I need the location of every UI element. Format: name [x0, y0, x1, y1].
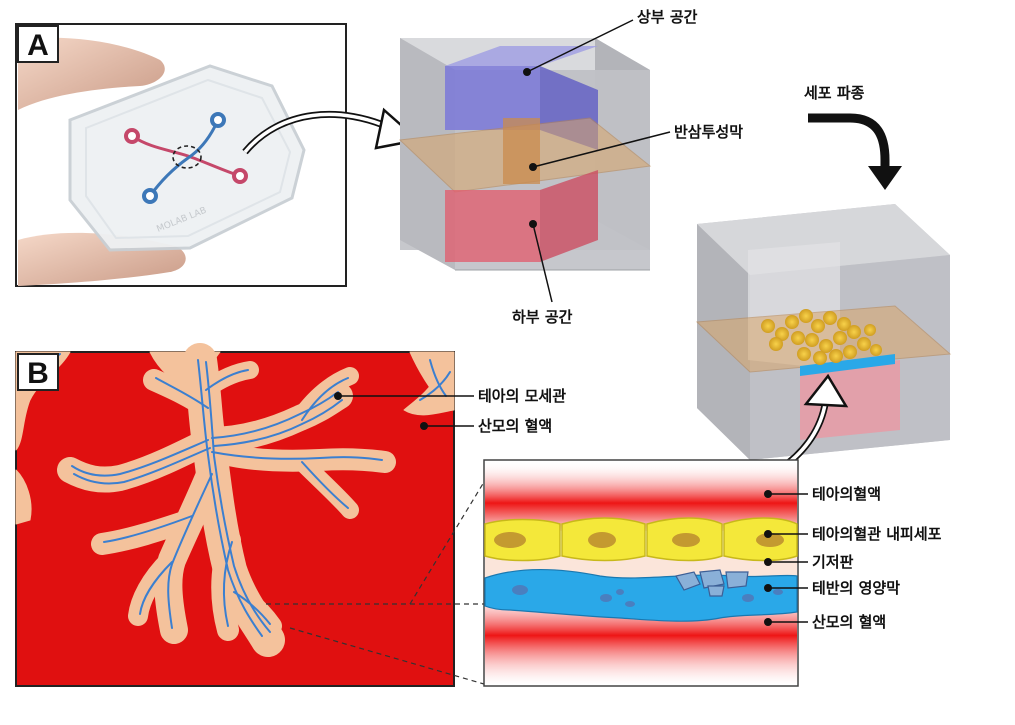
leader-upper-dot — [523, 68, 531, 76]
panel-b-letter: B — [27, 357, 49, 390]
leader-lower — [532, 223, 553, 303]
lower-chamber-front — [445, 190, 540, 262]
leader-lower-dot — [529, 220, 537, 228]
upper-chamber-top — [445, 46, 598, 66]
panel-a-letter: A — [27, 29, 49, 62]
blue-port-top — [210, 112, 226, 128]
membrane-region-circle — [172, 145, 202, 169]
chamber-cube-seeded — [695, 204, 952, 460]
leader-maternal-blood-dot — [420, 422, 428, 430]
zoom-line-bottom — [289, 627, 485, 685]
chip-inner-edge — [85, 78, 292, 240]
label-fetal-capillary: 테아의 모세관 — [478, 387, 567, 405]
label-basement-membrane: 기저판 — [812, 553, 854, 571]
label-inset-maternal-blood: 산모의 혈액 — [812, 613, 887, 631]
zoom-line-upper — [409, 481, 485, 605]
panel-b-villus — [15, 343, 485, 687]
red-channel — [131, 134, 241, 178]
leader-fetal-capillary-dot — [334, 392, 342, 400]
blue-port-bottom — [142, 188, 158, 204]
label-trophoblast: 테반의 영양막 — [812, 579, 901, 597]
lower-chamber-side — [540, 170, 598, 262]
fetal-capillaries — [29, 353, 451, 637]
red-port-right — [232, 168, 248, 184]
seeding-arrow-shaft — [808, 113, 890, 170]
panel-a-photo: MOLAB LAB — [15, 23, 347, 287]
blue-channel — [148, 119, 220, 197]
seeded-endothelial-cells — [761, 309, 882, 365]
inset-endothelial-cells — [484, 517, 798, 562]
upper-chamber-front — [445, 66, 540, 130]
leader-membrane-dot — [529, 163, 537, 171]
arrow-photo-to-cube — [243, 112, 396, 154]
label-membrane: 반삼투성막 — [674, 123, 744, 141]
label-lower-chamber: 하부 공간 — [512, 308, 573, 326]
label-maternal-blood: 산모의 혈액 — [478, 417, 553, 435]
arrow-inset-to-cube-head — [803, 373, 849, 408]
inset-cytotrophoblasts — [675, 569, 749, 597]
leader-upper — [526, 19, 634, 73]
leader-inset-maternal-dot — [764, 618, 772, 626]
seeded-trophoblast-layer — [800, 354, 895, 376]
leader-fetal-blood-dot — [764, 490, 772, 498]
label-endothelium: 테아의혈관 내피세포 — [812, 525, 942, 543]
leader-membrane — [532, 131, 671, 168]
membrane-opening — [503, 118, 540, 184]
label-fetal-blood: 테아의혈액 — [812, 485, 882, 503]
inset-trophoblast-nuclei — [512, 585, 783, 607]
label-upper-chamber: 상부 공간 — [637, 8, 698, 26]
leader-trophoblast-dot — [764, 584, 772, 592]
panel-a-letter-box — [17, 25, 59, 63]
inset-cross-section — [483, 459, 799, 687]
leader-basement-dot — [764, 558, 772, 566]
chamber-cube-top — [398, 38, 652, 271]
seeding-arrow-head — [868, 166, 902, 190]
red-port-left — [124, 128, 140, 144]
panel-b-letter-box — [17, 353, 59, 391]
leader-endothelium-dot — [764, 530, 772, 538]
label-cell-seeding: 세포 파종 — [804, 84, 865, 102]
